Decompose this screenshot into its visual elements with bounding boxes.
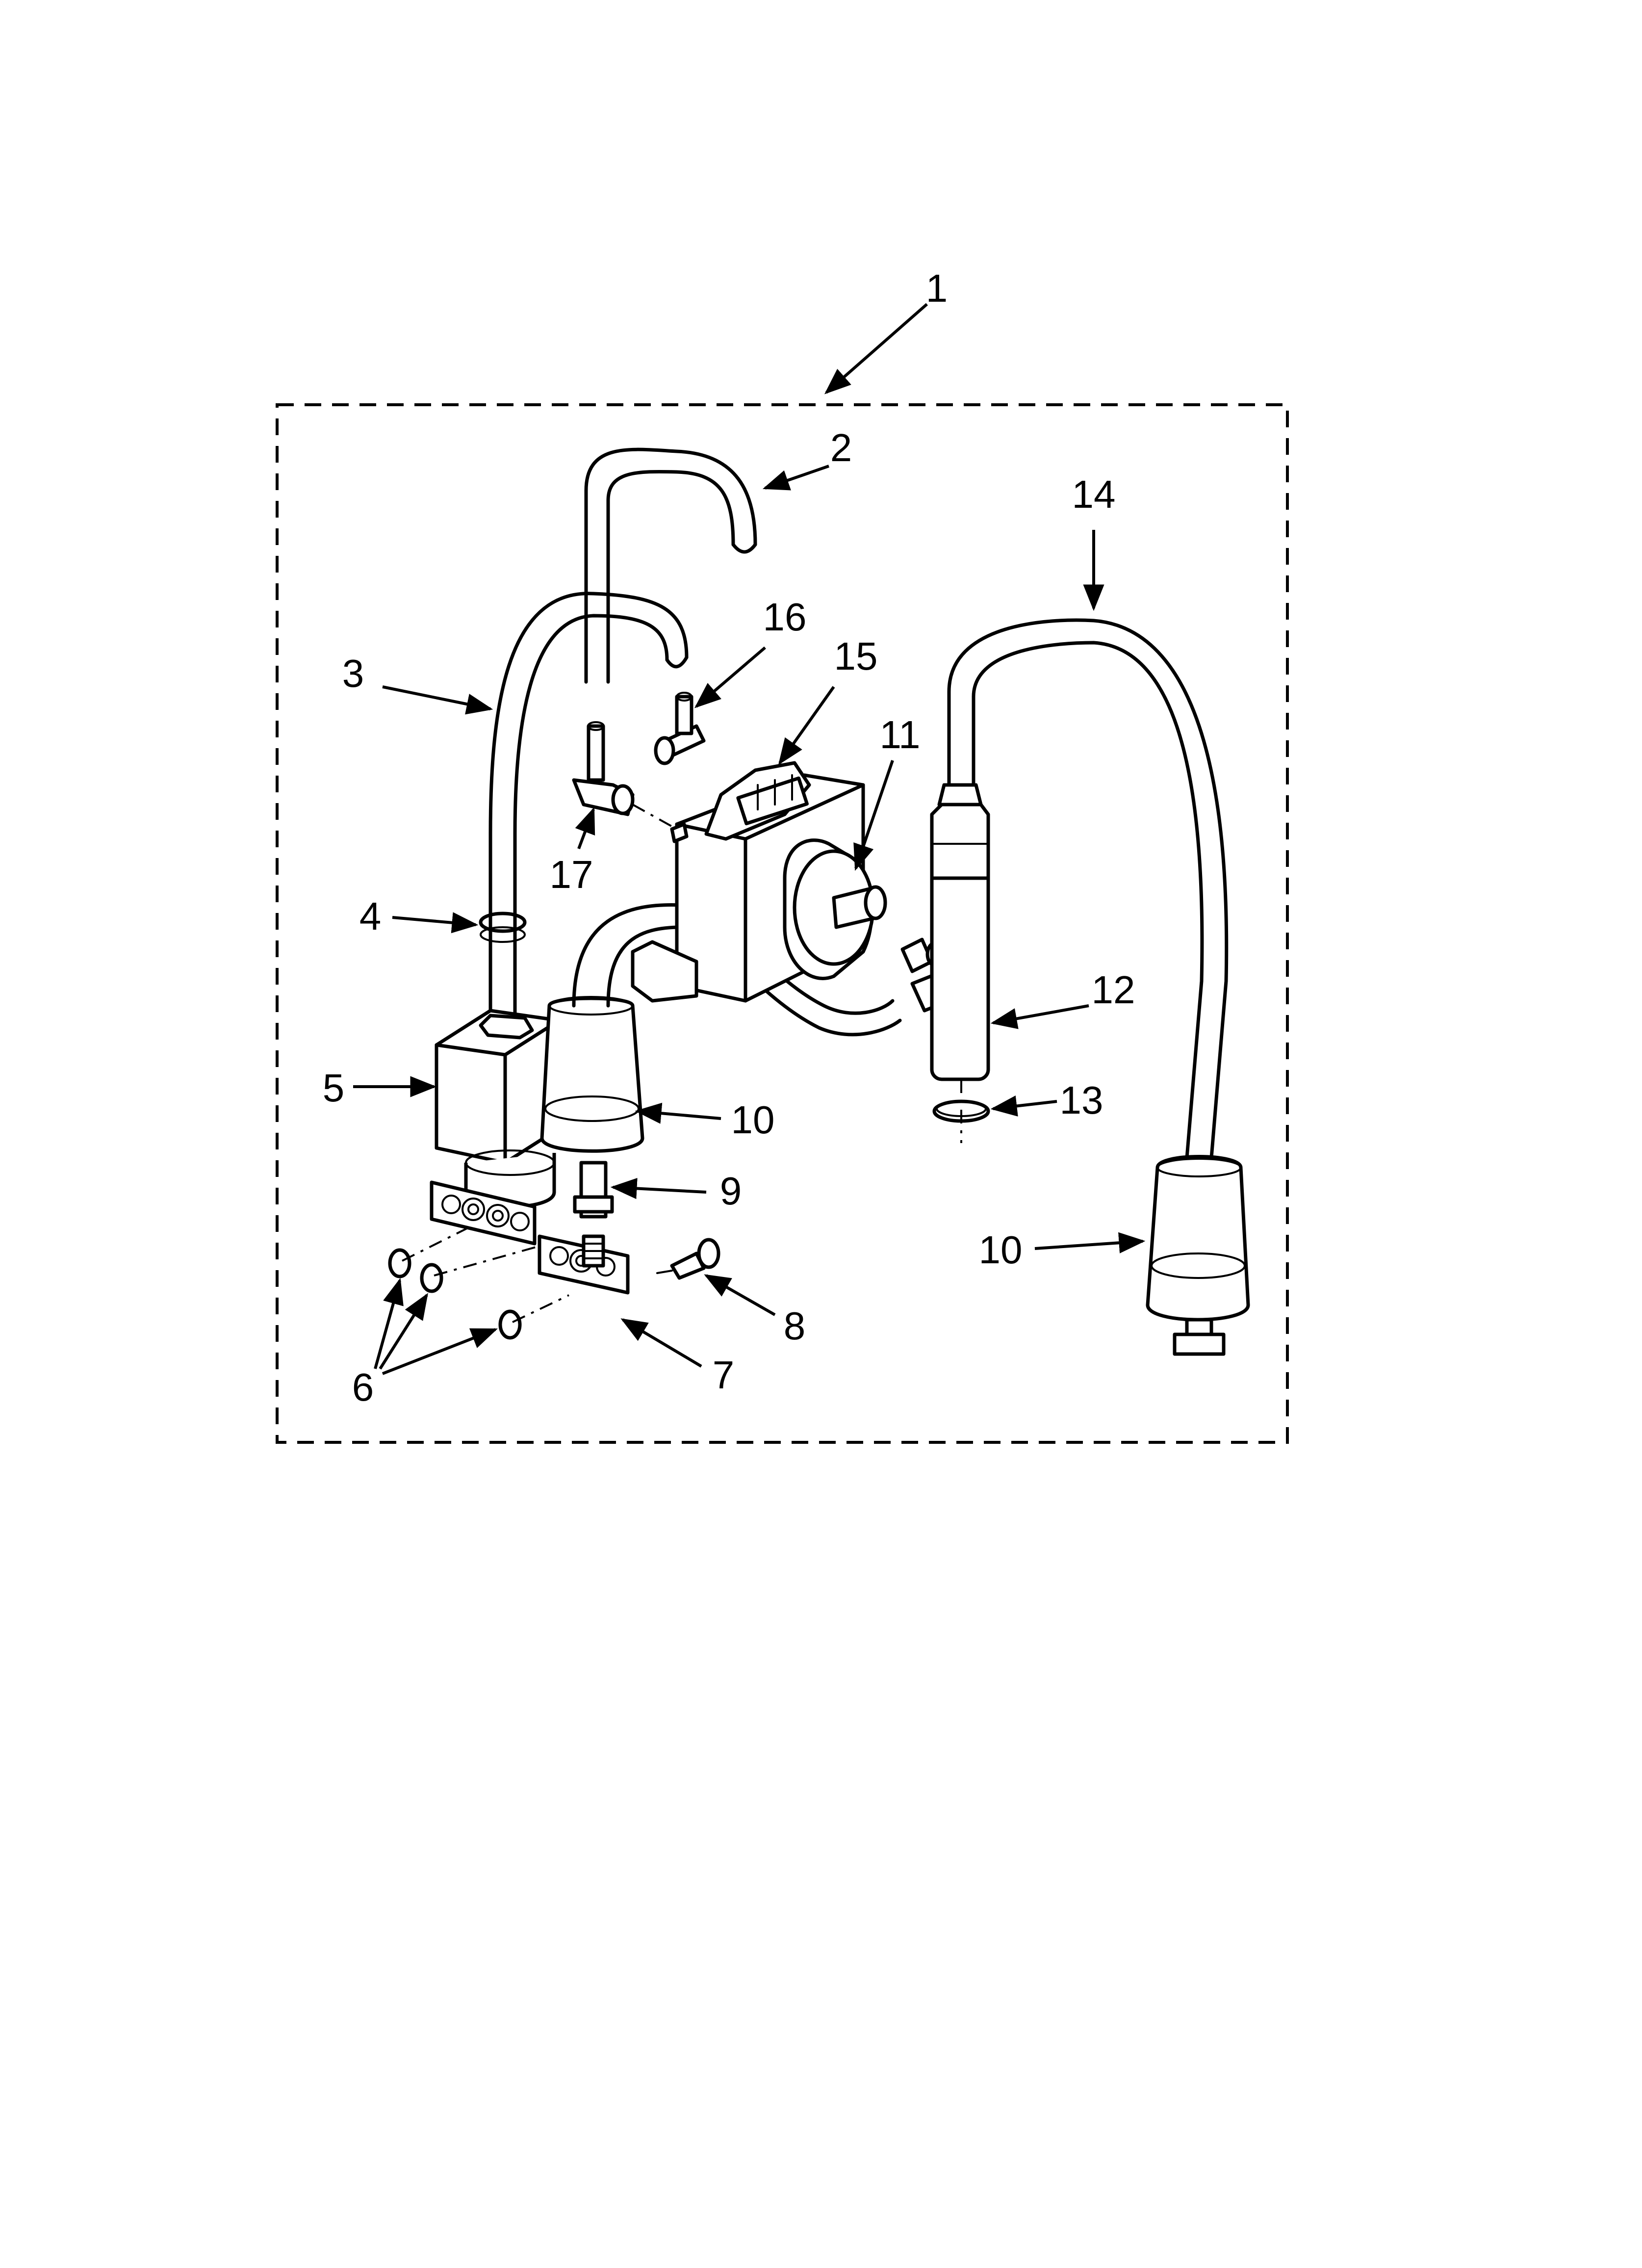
tube-part-12 [930,783,990,1081]
callout-6: 6 [352,1365,374,1409]
callout-4: 4 [359,894,382,938]
assembly-boundary [276,403,1289,1444]
valve-part-5 [435,1009,561,1209]
callout-9: 9 [720,1169,742,1213]
callout-labels: 1 2 14 16 15 3 11 17 4 12 5 10 13 9 10 8… [323,266,1135,1409]
filter-cup-part-10-left [540,996,644,1153]
callout-2: 2 [830,426,852,469]
callout-16: 16 [763,595,807,639]
callout-8: 8 [784,1304,806,1348]
impeller-part-11 [783,838,887,980]
hose-part-3 [488,592,689,1032]
callout-1: 1 [926,266,948,310]
callout-7: 7 [713,1353,735,1397]
callout-10a: 10 [731,1098,775,1142]
tee-part-17 [572,721,677,830]
callout-10b: 10 [979,1228,1023,1272]
callout-3: 3 [342,652,364,695]
callout-14: 14 [1072,472,1116,516]
hose-part-2 [584,447,757,684]
callout-11: 11 [879,713,920,756]
callout-12: 12 [1092,968,1135,1012]
callout-13: 13 [1060,1078,1103,1122]
elbow-part-16 [654,692,706,765]
callout-5: 5 [323,1066,345,1110]
o-rings-part-6 [388,1225,569,1340]
screw-part-8 [656,1238,720,1280]
clamp-part-4 [479,912,527,943]
callout-15: 15 [834,634,878,678]
filter-cup-part-10-right [1146,1155,1250,1356]
o-ring-part-13 [932,1079,990,1143]
callout-17: 17 [550,853,593,896]
leader-lines [353,303,1146,1375]
hose-part-14 [947,618,1229,1160]
fitting-part-9 [573,1161,614,1268]
